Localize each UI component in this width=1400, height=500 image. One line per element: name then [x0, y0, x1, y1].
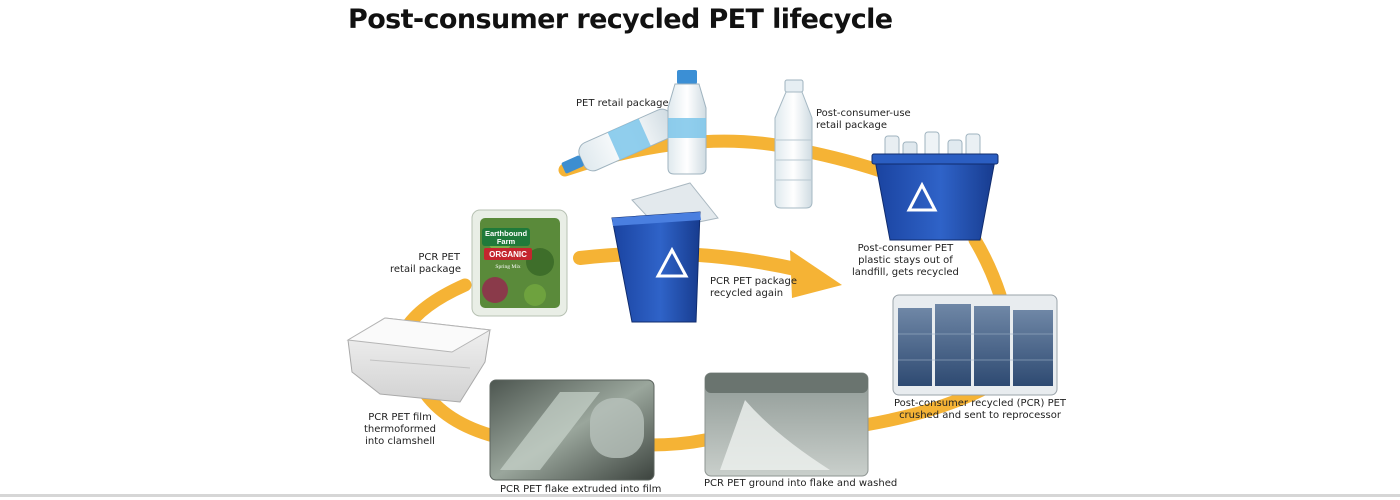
label-line: Post-consumer recycled (PCR) PET — [894, 398, 1067, 409]
empty-clamshell-icon — [346, 317, 492, 403]
recycling-bin-icon — [611, 182, 719, 323]
label-line: PCR PET — [418, 252, 460, 263]
arc-right-down — [968, 233, 1007, 302]
label-line: landfill, gets recycled — [852, 267, 959, 278]
inner-arrowhead — [790, 250, 842, 298]
label-line: crushed and sent to reprocessor — [899, 410, 1061, 421]
label-line: thermoformed — [364, 424, 437, 435]
brand-line2: Farm — [497, 237, 516, 246]
water-bottle-lying-icon — [561, 106, 691, 174]
flake-washing-photo — [704, 372, 869, 477]
water-bottle-standing-icon — [667, 70, 707, 175]
label-line: plastic stays out of — [858, 255, 953, 266]
label-line: PCR PET flake extruded into film — [500, 484, 662, 495]
pet-bales-photo — [892, 294, 1058, 396]
label-line: Post-consumer PET — [857, 243, 954, 254]
label-line: PCR PET package — [710, 276, 797, 287]
empty-bottle-icon — [774, 79, 813, 209]
page-title: Post-consumer recycled PET lifecycle — [348, 4, 893, 35]
label-ground-into-flake: PCR PET ground into flake and washed — [704, 478, 897, 490]
label-line: retail package — [816, 120, 888, 131]
label-line: recycled again — [710, 288, 784, 299]
recycling-tub-icon — [871, 131, 999, 241]
label-line: PCR PET film — [368, 412, 432, 423]
label-extruded-into-film: PCR PET flake extruded into film — [500, 484, 661, 496]
label-line: PET retail package — [576, 98, 669, 109]
label-line: retail package — [390, 264, 462, 275]
label-line: PCR PET ground into flake and washed — [704, 478, 898, 489]
label-line: into clamshell — [365, 436, 435, 447]
salad-package-icon: Earthbound Farm ORGANIC Spring Mix — [471, 209, 568, 317]
arc-bottom-mid — [643, 433, 712, 452]
film-extrusion-photo — [489, 379, 655, 481]
label-pet-retail-package: PET retail package — [576, 98, 669, 110]
product-name: Spring Mix — [495, 264, 520, 270]
brand-line1: Earthbound — [485, 229, 527, 238]
label-line: Post-consumer-use — [816, 108, 911, 119]
organic-banner: ORGANIC — [489, 250, 527, 259]
bottom-divider — [0, 494, 1400, 497]
